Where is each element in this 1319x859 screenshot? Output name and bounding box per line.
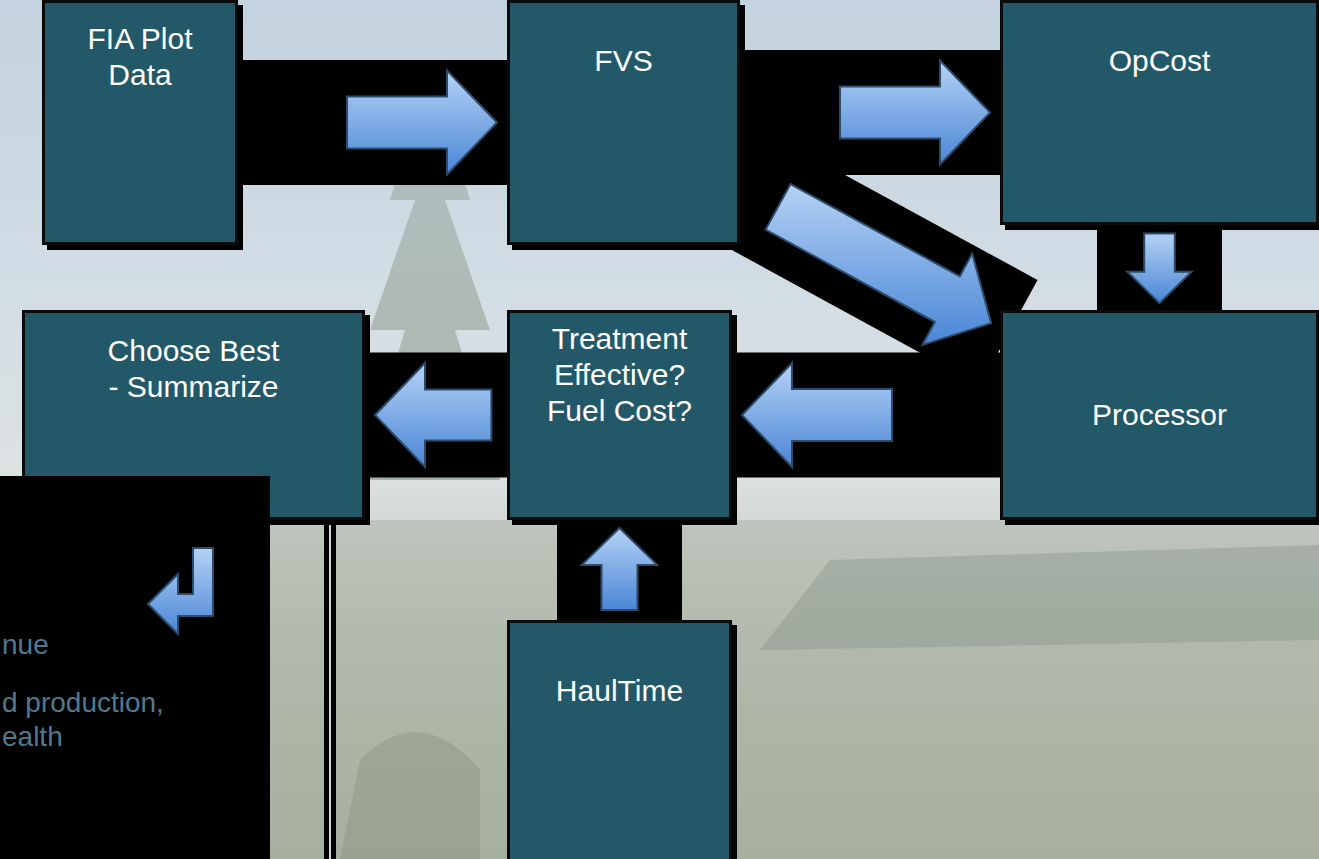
box-label: OpCost [1109, 43, 1211, 79]
return-arrow-layer [0, 476, 270, 859]
arrow-body [347, 71, 497, 175]
process-box: Treatment Effective? Fuel Cost? [507, 310, 732, 520]
hill-silhouette [760, 545, 1319, 650]
block-arrow [722, 363, 1010, 467]
cut-off-note: ealth [2, 720, 63, 754]
box-label: Choose Best - Summarize [103, 333, 285, 405]
box-label: FIA Plot Data [65, 21, 215, 93]
arrow-body [766, 184, 992, 345]
arrow-backing [355, 353, 517, 478]
arrow-body [840, 61, 990, 165]
block-arrow [355, 363, 517, 467]
box-label: Treatment Effective? Fuel Cost? [532, 321, 707, 429]
block-arrow [1127, 215, 1191, 320]
box-label: HaulTime [556, 673, 683, 709]
process-box: FIA Plot Data [42, 0, 238, 245]
arrow-backing [722, 353, 1010, 478]
process-box: Processor [1000, 310, 1319, 520]
box-label: Processor [1092, 397, 1227, 433]
cut-off-note: d production, [2, 686, 164, 720]
rock-shape [340, 732, 480, 859]
arrow-backing [557, 510, 682, 630]
arrow-body [742, 363, 892, 467]
arrow-backing [1097, 215, 1222, 320]
arrow-body [1127, 234, 1191, 304]
cut-off-note: nue [2, 628, 49, 662]
block-arrow [228, 71, 517, 175]
block-arrow [731, 181, 1009, 345]
arrow-body [582, 528, 657, 610]
process-box: OpCost [1000, 0, 1319, 225]
return-arrow [148, 548, 213, 634]
arrow-backing [228, 60, 517, 185]
panel-edge-line [329, 518, 331, 859]
panel-edge [324, 518, 336, 859]
process-box: FVS [507, 0, 740, 245]
arrow-body [375, 363, 491, 467]
box-label: FVS [594, 43, 652, 79]
process-box: HaulTime [507, 620, 732, 859]
overlay-panel: nue d production,ealth [0, 476, 270, 859]
block-arrow [582, 510, 657, 630]
